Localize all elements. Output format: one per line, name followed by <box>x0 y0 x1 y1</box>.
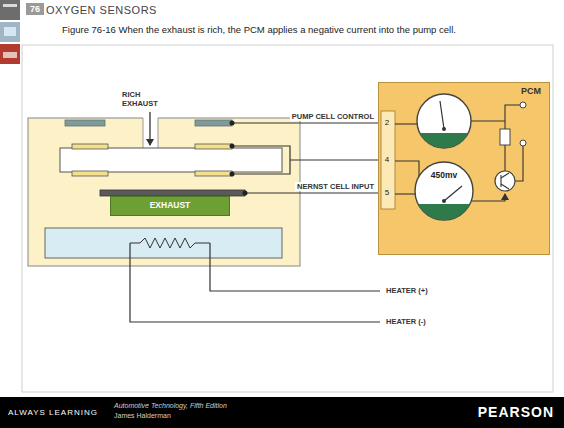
sensor-wires <box>210 243 380 291</box>
pcm-circuit <box>379 83 551 256</box>
gauge-dial: 450mv <box>413 160 475 222</box>
sensor-body <box>60 148 282 172</box>
signal-name: NERNST CELL INPUT <box>295 182 376 191</box>
sensor-wires <box>232 122 378 123</box>
flow-arrow <box>149 112 150 145</box>
header-tiles <box>0 22 20 42</box>
wire-dots <box>230 121 248 196</box>
sensor-wires <box>232 146 290 174</box>
footer-bar <box>0 397 564 428</box>
gauge-dial-shape <box>442 199 446 203</box>
header-tiles <box>0 44 20 64</box>
pin-number: 4 <box>381 155 393 165</box>
pcm-box: PCM 450mv <box>378 82 550 255</box>
pcm-circuit <box>471 105 520 121</box>
footer-slogan: ALWAYS LEARNING <box>8 408 98 417</box>
flow-label: RICH EXHAUST <box>122 90 166 108</box>
pcm-heading: PCM <box>521 86 541 96</box>
gauge-dial-shape <box>413 160 475 222</box>
sensor-wires <box>290 159 378 160</box>
chapter-number: 76 <box>26 3 44 15</box>
figure-frame <box>22 45 553 392</box>
publisher-logo: PEARSON <box>478 404 554 420</box>
header-tiles <box>3 52 17 58</box>
heater-resistor <box>130 238 210 248</box>
gauge-reading: 450mv <box>431 171 457 181</box>
sensor-body <box>65 120 105 126</box>
sensor-body <box>72 171 108 176</box>
header-tiles <box>0 0 20 64</box>
header-tiles <box>0 0 20 20</box>
sensor-wires <box>245 192 378 193</box>
wire-dots <box>243 191 248 196</box>
pcm-circuit <box>442 127 446 131</box>
sensor-body <box>28 117 300 266</box>
pcm-circuit <box>501 173 509 189</box>
pcm-circuit <box>495 171 515 191</box>
pcm-circuit <box>395 161 419 176</box>
pcm-circuit <box>520 140 526 146</box>
pcm-circuit <box>504 145 505 171</box>
gauge-dial-shape <box>444 186 462 201</box>
wire-label: HEATER (-) <box>386 317 426 326</box>
sensor-body <box>72 144 108 149</box>
heater-resistor <box>130 238 210 248</box>
header-tiles <box>3 4 17 7</box>
wire-label: HEATER (+) <box>386 286 428 295</box>
pcm-circuit <box>417 94 471 148</box>
pcm-circuit <box>395 193 415 194</box>
sensor-body <box>195 144 232 149</box>
pcm-circuit <box>501 173 509 178</box>
pcm-circuit <box>500 175 501 187</box>
author-name: James Halderman <box>114 412 171 420</box>
pcm-circuit <box>420 133 468 148</box>
sensor-body <box>158 118 159 148</box>
slide-title: OXYGEN SENSORS <box>46 4 157 17</box>
pcm-circuit <box>520 102 526 108</box>
pcm-circuit <box>381 111 395 209</box>
gauge-dial-shape <box>415 162 473 220</box>
sensor-body <box>143 118 144 148</box>
pin-number: 2 <box>381 118 393 128</box>
figure-caption: Figure 76-16 When the exhaust is rich, t… <box>62 25 542 36</box>
wire-dots <box>230 172 235 177</box>
pcm-circuit <box>515 146 523 181</box>
sensor-body <box>45 228 282 258</box>
pcm-circuit <box>472 194 505 201</box>
exhaust-label: EXHAUST <box>150 201 191 210</box>
pcm-circuit <box>440 101 444 129</box>
exhaust-box: EXHAUST <box>110 196 230 216</box>
sensor-body <box>195 120 232 126</box>
sensor-wires <box>130 243 380 322</box>
pcm-circuit <box>504 121 505 129</box>
wire-dots <box>230 121 235 126</box>
pin-number: 5 <box>381 188 393 198</box>
sensor-wires <box>130 123 380 322</box>
sensor-body <box>195 171 232 176</box>
pcm-circuit <box>500 129 510 145</box>
pcm-circuit <box>501 184 509 189</box>
sensor-body <box>28 118 300 266</box>
pcm-circuit <box>395 123 417 124</box>
header-tiles <box>4 27 16 36</box>
book-title: Automotive Technology, Fifth Edition <box>114 402 227 410</box>
signal-name: PUMP CELL CONTROL <box>290 112 376 121</box>
gauge-dial-shape <box>418 204 470 220</box>
wire-dots <box>230 144 235 149</box>
